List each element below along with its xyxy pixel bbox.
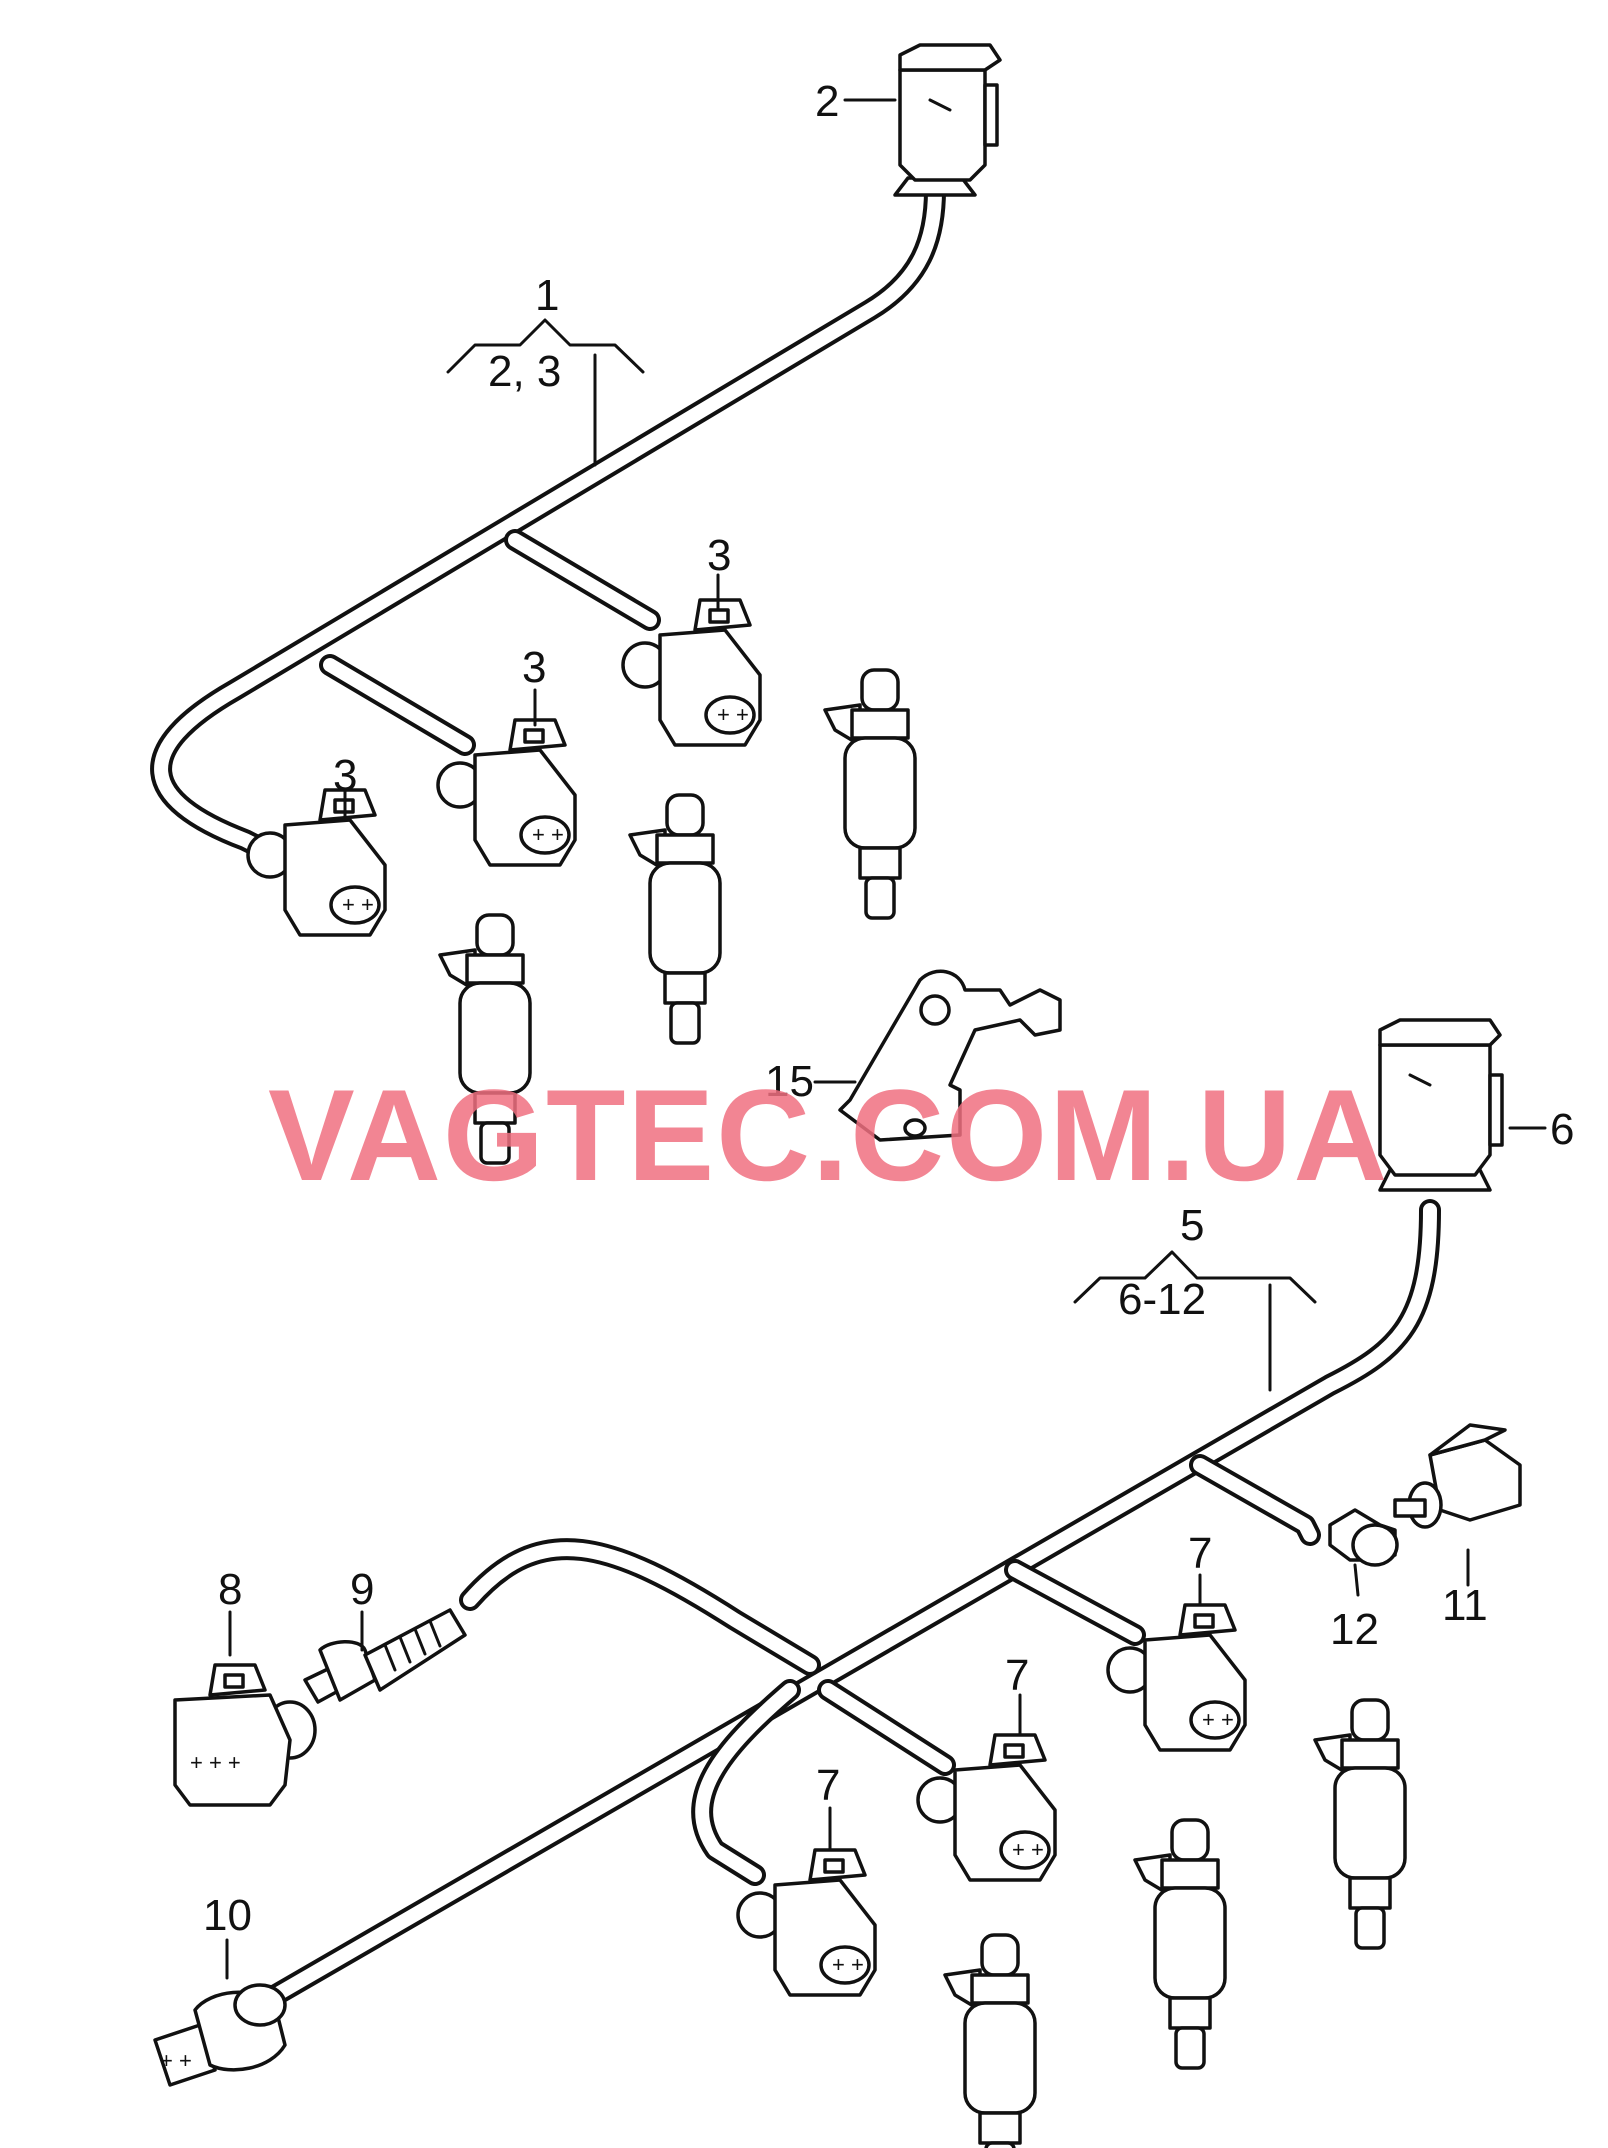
- connector-7-a: + +: [736, 1848, 877, 1997]
- connector-3-c: + +: [621, 598, 762, 747]
- injector-lower-b: [1133, 1818, 1227, 2070]
- main-connector-2: [893, 43, 1002, 197]
- connector-7-c: + +: [1106, 1603, 1247, 1752]
- svg-text:+ + +: + + +: [190, 1750, 241, 1775]
- bracket-15: [838, 969, 1062, 1142]
- label-7-b: 7: [1005, 1651, 1029, 1700]
- svg-text:+ +: + +: [160, 2048, 192, 2073]
- harness-1: [150, 179, 946, 866]
- label-5-range: 6-12: [1118, 1275, 1206, 1324]
- injector-upper-a: [823, 668, 917, 920]
- connector-7-b: + +: [916, 1733, 1057, 1882]
- label-5: 5: [1180, 1201, 1204, 1250]
- connector-11: [1393, 1423, 1522, 1529]
- connector-3-a: + +: [246, 788, 387, 937]
- svg-text:+ +: + +: [832, 1952, 864, 1977]
- part-labels: 1 2, 3 2 3 3 3 15 6 5 6-12 7 7 7 8 9 10 …: [203, 77, 1574, 1940]
- harness-5: [224, 1199, 1441, 2029]
- main-connector-6: [1378, 1018, 1504, 1192]
- label-11: 11: [1442, 1581, 1488, 1630]
- label-12: 12: [1330, 1605, 1379, 1654]
- label-1: 1: [535, 271, 559, 320]
- svg-text:+ +: + +: [1202, 1707, 1234, 1732]
- injector-lower-c: [943, 1933, 1037, 2148]
- connector-3-b: + +: [436, 718, 577, 867]
- sensor-9: [303, 1608, 467, 1704]
- label-8: 8: [218, 1565, 242, 1614]
- sensor-10: + +: [153, 1983, 287, 2087]
- label-1-range: 2, 3: [488, 347, 561, 396]
- label-3-a: 3: [333, 751, 357, 800]
- label-7-a: 7: [816, 1761, 840, 1810]
- injector-upper-b: [628, 793, 722, 1045]
- label-7-c: 7: [1188, 1529, 1212, 1578]
- svg-text:+ +: + +: [532, 822, 564, 847]
- label-3-b: 3: [522, 643, 546, 692]
- label-6: 6: [1550, 1105, 1574, 1154]
- label-15: 15: [765, 1057, 814, 1106]
- leader-lines: [225, 98, 1547, 1980]
- injector-upper-c: [438, 913, 532, 1165]
- svg-text:+ +: + +: [717, 702, 749, 727]
- label-2: 2: [815, 77, 839, 126]
- injector-lower-a: [1313, 1698, 1407, 1950]
- label-3-c: 3: [707, 531, 731, 580]
- connector-12: [1328, 1508, 1399, 1567]
- svg-text:+ +: + +: [1012, 1837, 1044, 1862]
- svg-text:+ +: + +: [342, 892, 374, 917]
- watermark: VAGTEC.COM.UA: [268, 1062, 1389, 1208]
- connector-8: + + +: [173, 1663, 317, 1807]
- label-10: 10: [203, 1891, 252, 1940]
- label-9: 9: [350, 1565, 374, 1614]
